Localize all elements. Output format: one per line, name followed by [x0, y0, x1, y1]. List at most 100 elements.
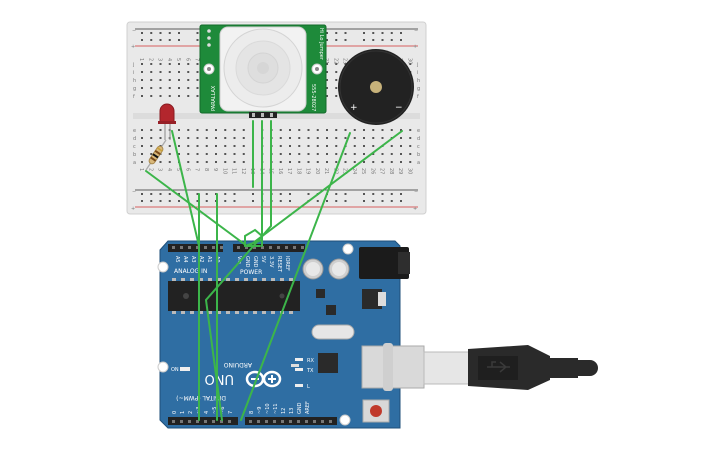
- rail-hole: [335, 200, 338, 202]
- breadboard-hole: [372, 137, 375, 139]
- breadboard-hole: [335, 137, 338, 139]
- header-pin: [172, 246, 175, 249]
- breadboard-hole: [316, 161, 319, 163]
- breadboard-hole: [409, 129, 412, 131]
- chip-pin: [217, 311, 221, 314]
- breadboard-hole: [279, 153, 282, 155]
- breadboard-hole: [215, 161, 217, 163]
- wire-loop-power: [244, 228, 263, 247]
- breadboard-hole: [307, 145, 310, 147]
- breadboard-hole: [168, 95, 171, 97]
- breadboard-hole: [159, 71, 162, 73]
- pir-sensor: PARALLAX 555-28027 Hi Lo Jumper: [199, 24, 327, 118]
- column-number-bottom: 28: [388, 168, 394, 174]
- breadboard-hole: [150, 129, 153, 131]
- chip-pin: [235, 311, 239, 314]
- row-letter: g: [133, 86, 136, 92]
- reset-button-cap[interactable]: [370, 405, 382, 417]
- header-pin: [277, 246, 280, 249]
- chip-pin: [208, 311, 212, 314]
- digital-pin-label: ~9: [257, 407, 263, 414]
- digital-pin-label: 0: [172, 411, 178, 414]
- brand-label: ARDUINO: [223, 361, 252, 368]
- rail-hole: [196, 39, 199, 41]
- header-pin: [204, 420, 207, 423]
- row-letter: i: [133, 70, 134, 76]
- breadboard-hole: [196, 129, 199, 131]
- breadboard-hole: [150, 71, 153, 73]
- rail-hole: [178, 32, 180, 34]
- rail-hole: [233, 200, 236, 202]
- column-number-top: 6: [184, 58, 190, 61]
- chip-pin: [262, 311, 266, 314]
- row-letter: h: [133, 78, 136, 84]
- pin-label-a2: A2: [198, 256, 204, 263]
- usb-plug-metal: [423, 351, 471, 385]
- arduino-uno: A5 A4 A3 A2 A1 A0 Vin GND GND 5V 3.3V RE…: [157, 240, 410, 429]
- header-pin: [249, 420, 252, 423]
- rail-hole: [316, 200, 319, 202]
- breadboard-hole: [224, 129, 227, 131]
- breadboard-hole: [344, 153, 347, 155]
- column-number-bottom: 3: [157, 168, 163, 171]
- breadboard-hole: [215, 153, 217, 155]
- breadboard-hole: [363, 129, 365, 131]
- breadboard-holes: 1122334455667788991010111112121313141415…: [132, 32, 420, 202]
- pin-label-a3: A3: [190, 256, 196, 263]
- header-pin: [188, 246, 191, 249]
- breadboard-hole: [233, 129, 236, 131]
- rail-minus-label-bottom-right: −: [414, 189, 418, 195]
- header-pin: [196, 246, 199, 249]
- breadboard-hole: [307, 161, 310, 163]
- row-letter: g: [417, 86, 420, 92]
- breadboard-hole: [233, 137, 236, 139]
- breadboard-hole: [400, 153, 402, 155]
- rail-hole: [205, 193, 208, 195]
- breadboard-hole: [242, 137, 245, 139]
- chip-pin: [190, 311, 194, 314]
- breadboard-hole: [215, 145, 217, 147]
- breadboard-hole: [289, 153, 291, 155]
- breadboard-hole: [150, 87, 153, 89]
- rail-hole: [279, 193, 282, 195]
- rail-plus-label-bottom-right: +: [413, 206, 417, 212]
- column-number-top: 30: [406, 58, 412, 64]
- breadboard-hole: [141, 129, 143, 131]
- breadboard-hole: [233, 145, 236, 147]
- rail-plus-label-top: +: [131, 44, 135, 50]
- breadboard-hole: [279, 129, 282, 131]
- tx-label: TX: [306, 368, 314, 374]
- breadboard-hole: [316, 145, 319, 147]
- breadboard-hole: [298, 129, 301, 131]
- column-number-bottom: 21: [323, 168, 329, 174]
- digital-pin-label: AREF: [305, 401, 311, 414]
- header-pin: [212, 246, 215, 249]
- rail-minus-label-top-right: −: [414, 28, 418, 34]
- breadboard-hole: [381, 129, 384, 131]
- breadboard-hole: [409, 145, 412, 147]
- breadboard-hole: [196, 153, 199, 155]
- breadboard-hole: [196, 63, 199, 65]
- breadboard-hole: [141, 137, 143, 139]
- rail-hole: [363, 32, 365, 34]
- chip-pin: [172, 311, 176, 314]
- rail-hole: [159, 32, 162, 34]
- digital-header-low: [168, 417, 238, 425]
- breadboard-hole: [409, 153, 412, 155]
- breadboard-hole: [187, 63, 190, 65]
- rail-hole: [178, 193, 180, 195]
- breadboard-hole: [178, 79, 180, 81]
- header-pin: [285, 246, 288, 249]
- rail-hole: [363, 193, 365, 195]
- rail-hole: [372, 193, 375, 195]
- breadboard-hole: [233, 161, 236, 163]
- rail-hole: [196, 32, 199, 34]
- breadboard-hole: [381, 161, 384, 163]
- voltage-regulator: [362, 289, 382, 309]
- header-pin: [196, 420, 199, 423]
- column-number-top: 1: [138, 58, 144, 61]
- breadboard-hole: [381, 153, 384, 155]
- column-number-top: 4: [166, 58, 172, 61]
- breadboard-hole: [168, 79, 171, 81]
- breadboard-hole: [196, 95, 199, 97]
